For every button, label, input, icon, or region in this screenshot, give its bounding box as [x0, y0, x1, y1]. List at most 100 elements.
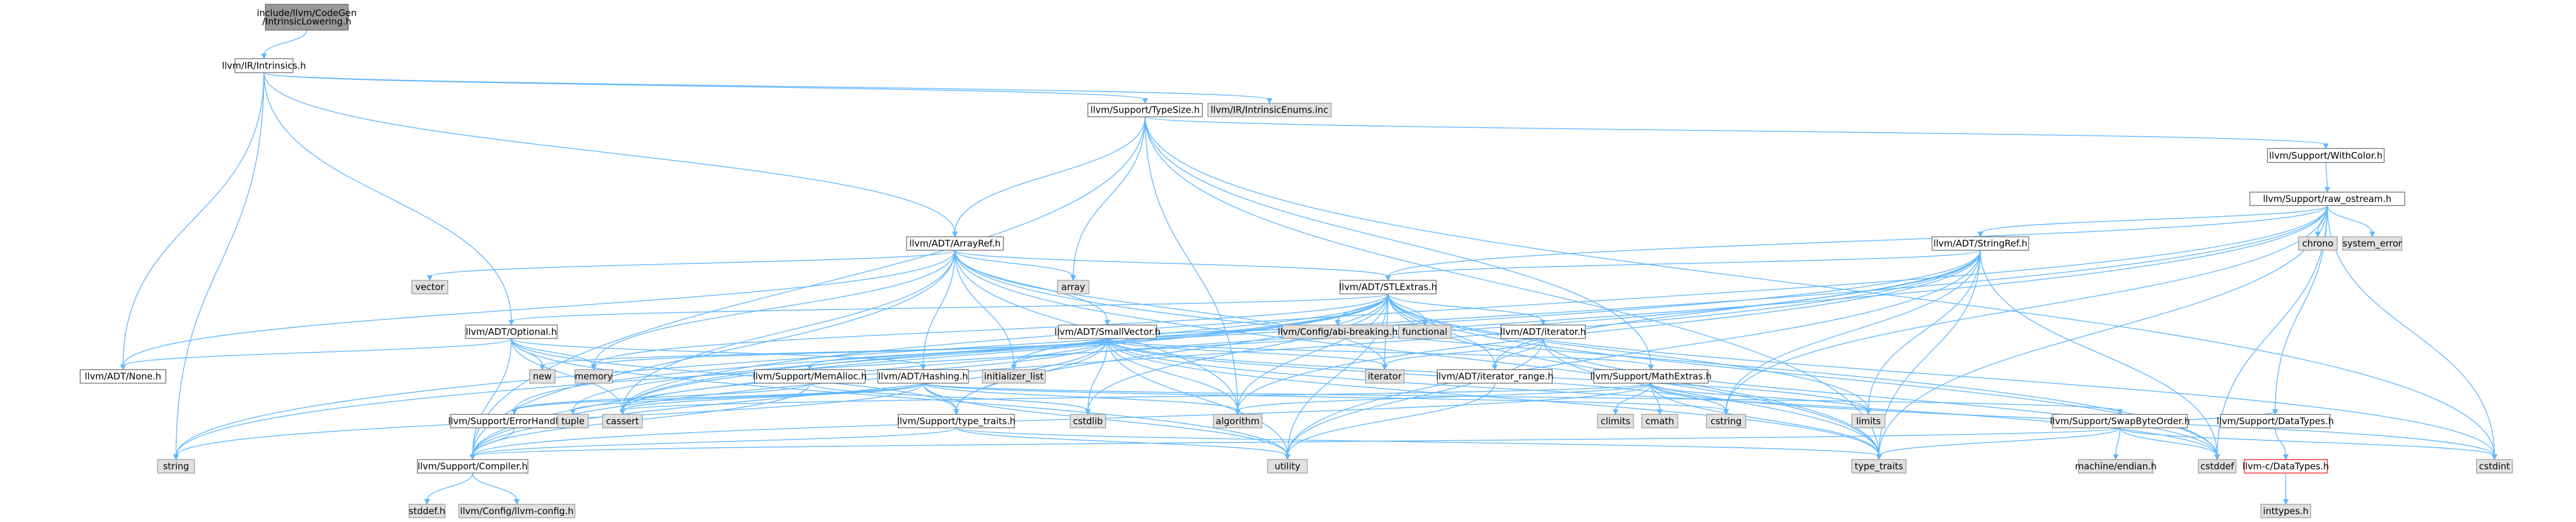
node-enums: llvm/IR/IntrinsicEnums.inc	[1207, 103, 1332, 117]
node-cmath: cmath	[1641, 414, 1678, 429]
edge-intrinsics-to-typesize	[263, 72, 1148, 104]
node-box	[1339, 280, 1437, 294]
node-compiler[interactable]: llvm/Support/Compiler.h	[416, 459, 528, 474]
node-cstdint: cstdint	[2476, 459, 2513, 474]
node-label: llvm/Support/MemAlloc.h	[753, 371, 867, 382]
node-string: string	[157, 459, 196, 474]
node-functional: functional	[1398, 325, 1452, 339]
node-hashing[interactable]: llvm/ADT/Hashing.h	[877, 369, 969, 384]
edge-smallvector-to-initlist	[1011, 338, 1108, 371]
edge-intrinsics-to-optional	[263, 72, 514, 326]
node-label: llvm/Support/WithColor.h	[2269, 150, 2382, 161]
node-iteratorh[interactable]: llvm/ADT/iterator.h	[1500, 325, 1586, 339]
edge-root-to-intrinsics	[261, 30, 307, 59]
node-memalloc[interactable]: llvm/Support/MemAlloc.h	[753, 369, 867, 384]
node-arrayref[interactable]: llvm/ADT/ArrayRef.h	[906, 236, 1004, 251]
node-utility: utility	[1267, 459, 1308, 474]
node-box	[2476, 459, 2513, 474]
node-label: include/llvm/CodeGen	[257, 7, 356, 18]
edge-withcolor-to-rawostream	[2324, 162, 2330, 193]
edge-iteratorh-to-iterrange	[1491, 338, 1544, 371]
node-box	[79, 369, 166, 384]
node-box	[1207, 103, 1332, 117]
node-smallvector[interactable]: llvm/ADT/SmallVector.h	[1054, 325, 1160, 339]
edge-typesize-to-withcolor	[1145, 116, 2329, 150]
node-label: memory	[575, 371, 613, 382]
edge-smallvector-to-mathextras	[1107, 338, 1654, 371]
node-box	[754, 369, 866, 384]
node-box	[2249, 191, 2405, 206]
edge-smallvector-to-memalloc	[807, 338, 1108, 371]
node-label: llvm/ADT/iterator_range.h	[1436, 371, 1553, 383]
edge-intrinsics-to-string	[173, 72, 264, 461]
node-label: llvm/Support/type_traits.h	[897, 415, 1016, 427]
node-box	[409, 504, 445, 518]
node-box	[2078, 459, 2154, 474]
node-label: tuple	[561, 415, 584, 426]
node-root[interactable]: include/llvm/CodeGen/IntrinsicLowering.h	[257, 4, 356, 31]
node-tuple: tuple	[557, 414, 589, 429]
node-cassert: cassert	[602, 414, 643, 429]
node-box	[602, 414, 643, 429]
node-optional[interactable]: llvm/ADT/Optional.h	[465, 325, 558, 339]
node-box	[234, 58, 294, 73]
node-none[interactable]: llvm/ADT/None.h	[79, 369, 166, 384]
node-iterrange[interactable]: llvm/ADT/iterator_range.h	[1436, 369, 1554, 384]
node-label: llvm/ADT/StringRef.h	[1933, 238, 2027, 249]
edge-stringref-to-limits	[1865, 250, 1981, 415]
node-datatypes[interactable]: llvm/Support/DataTypes.h	[2216, 414, 2334, 429]
node-box	[1931, 236, 2029, 251]
edge-typetraitsh-to-utility	[956, 427, 1290, 461]
node-limits: limits	[1851, 414, 1885, 429]
edge-smallvector-to-iterator	[1107, 338, 1388, 371]
node-typetraitsh[interactable]: llvm/Support/type_traits.h	[897, 414, 1016, 429]
node-label: llvm/Support/ErrorHandling.h	[448, 415, 580, 426]
node-label: llvm/IR/IntrinsicEnums.inc	[1211, 105, 1328, 116]
node-box	[1087, 103, 1203, 117]
node-label: array	[1062, 282, 1085, 292]
node-iterator: iterator	[1365, 369, 1405, 384]
node-box	[529, 369, 556, 384]
node-label: stddef.h	[409, 506, 445, 517]
node-box	[1058, 325, 1157, 339]
node-label: llvm/ADT/None.h	[85, 371, 161, 382]
edge-llvmcdatatypes-to-inttypes	[2282, 473, 2289, 505]
node-mathextras[interactable]: llvm/Support/MathExtras.h	[1590, 369, 1712, 384]
node-stringref[interactable]: llvm/ADT/StringRef.h	[1931, 236, 2029, 251]
node-box	[1706, 414, 1746, 429]
node-stlextras[interactable]: llvm/ADT/STLExtras.h	[1339, 280, 1437, 294]
node-box	[2342, 236, 2402, 251]
node-swapbyteorder[interactable]: llvm/Support/SwapByteOrder.h	[2050, 414, 2190, 429]
node-memory: memory	[574, 369, 613, 384]
node-rawostream[interactable]: llvm/Support/raw_ostream.h	[2249, 191, 2405, 206]
node-layer: include/llvm/CodeGen/IntrinsicLowering.h…	[79, 4, 2513, 518]
node-box	[1365, 369, 1405, 384]
node-label: llvm/Support/raw_ostream.h	[2263, 193, 2391, 205]
node-box	[1436, 369, 1553, 384]
node-llvmcdatatypes[interactable]: llvm-c/DataTypes.h	[2242, 459, 2329, 474]
edge-hashing-to-swapbyteorder	[922, 383, 2123, 415]
node-box	[574, 369, 613, 384]
node-box	[2220, 414, 2331, 429]
node-label: string	[163, 461, 189, 472]
node-box	[2298, 236, 2338, 251]
node-intrinsics[interactable]: llvm/IR/Intrinsics.h	[222, 58, 306, 73]
node-array: array	[1057, 280, 1089, 294]
node-withcolor[interactable]: llvm/Support/WithColor.h	[2267, 148, 2385, 163]
edge-swapbyteorder-to-machineendian	[2112, 428, 2121, 461]
edge-rawostream-to-system_error	[2327, 205, 2376, 238]
node-label: llvm/ADT/iterator.h	[1500, 326, 1586, 337]
node-box	[458, 504, 576, 518]
edge-compiler-to-llvmconfig	[472, 472, 520, 505]
node-box	[557, 414, 589, 429]
node-chrono: chrono	[2298, 236, 2338, 251]
edge-stlextras-to-algorithm	[1235, 294, 1389, 415]
node-cstddef: cstddef	[2198, 459, 2236, 474]
node-label: llvm/Support/Compiler.h	[418, 461, 528, 472]
node-typesize[interactable]: llvm/Support/TypeSize.h	[1087, 103, 1203, 117]
node-box	[411, 280, 448, 294]
node-box	[1282, 325, 1394, 339]
edge-arrayref-to-cstddef	[954, 250, 2221, 461]
node-errorhandling[interactable]: llvm/Support/ErrorHandling.h	[448, 414, 580, 429]
